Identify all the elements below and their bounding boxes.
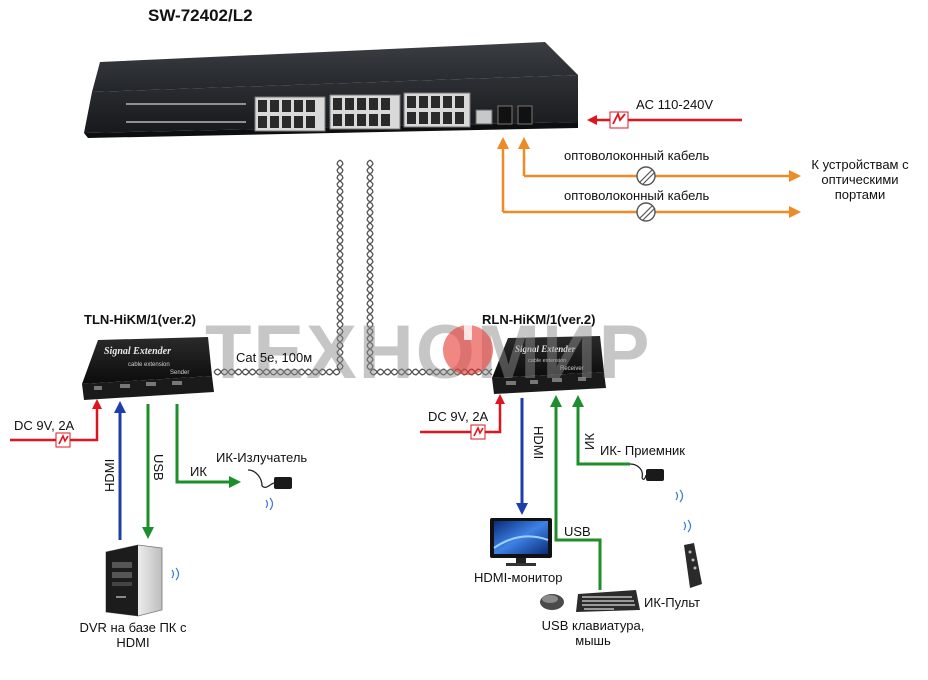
transmitter-face-sub: cable extension: [128, 362, 170, 368]
fiber-line-2: [497, 137, 801, 222]
receiver-face-title: Signal Extender: [515, 344, 576, 354]
mouse-icon: [540, 594, 564, 610]
transmitter-model: TLN-HiKM/1(ver.2): [84, 312, 196, 327]
tx-usb-label: USB: [151, 454, 166, 481]
remote-control-icon: [683, 519, 702, 588]
watermark-logo: ТЕХНОМИР: [205, 310, 651, 395]
tx-power-label: DC 9V, 2A: [14, 418, 75, 433]
fiber-label-2: оптоволоконный кабель: [564, 188, 710, 203]
remote-label: ИК-Пульт: [644, 595, 701, 610]
monitor-icon: [490, 518, 552, 566]
ir-receiver-icon: [629, 463, 684, 503]
rx-hdmi-label: HDMI: [531, 426, 546, 460]
rx-power-label: DC 9V, 2A: [428, 409, 489, 424]
network-switch: [84, 42, 578, 138]
tx-ir-line: [175, 404, 241, 488]
switch-title: SW-72402/L2: [148, 6, 253, 25]
twisted-pair-rx: [369, 368, 493, 376]
status-leds: [126, 103, 246, 123]
rx-usb-label: USB: [564, 524, 591, 539]
tx-hdmi-label: HDMI: [102, 458, 117, 492]
rx-power-line: [420, 394, 505, 440]
twisted-pair-left: [336, 159, 344, 371]
transmitter-face-title: Signal Extender: [104, 346, 171, 357]
cable-label: Cat 5e, 100м: [236, 350, 313, 365]
receiver-model: RLN-HiKM/1(ver.2): [482, 312, 596, 327]
lightning-icon: [473, 426, 484, 437]
ir-receiver-label: ИК- Приемник: [600, 443, 685, 458]
keyboard-icon: [576, 590, 640, 612]
destination-label: К устройствам с оптическими портами: [811, 157, 909, 202]
receiver-face-sub: cable extension: [528, 358, 566, 364]
rx-ir-line: [572, 395, 630, 466]
lightning-icon: [612, 111, 626, 125]
fiber-label-1: оптоволоконный кабель: [564, 148, 710, 163]
lightning-icon: [58, 434, 69, 445]
pc-label: DVR на базе ПК с HDMI: [79, 620, 187, 650]
receiver-face-mode: Receiver: [560, 366, 584, 372]
transmitter-unit: [82, 337, 214, 400]
keyboard-label: USB клавиатура, мышь: [541, 618, 645, 648]
twisted-pair-right: [366, 159, 374, 371]
twisted-pair-tx: [213, 368, 341, 376]
monitor-label: HDMI-монитор: [474, 570, 563, 585]
tx-power-line: [10, 399, 102, 448]
ir-emitter-label: ИК-Излучатель: [216, 450, 308, 465]
tx-ir-label: ИК: [190, 464, 207, 479]
ac-power-label: AC 110-240V: [636, 97, 714, 112]
sfp-ports: [475, 105, 533, 125]
ir-emitter-icon: [247, 469, 292, 511]
transmitter-face-mode: Sender: [170, 370, 189, 376]
pc-tower-icon: [105, 544, 180, 617]
watermark-text: ТЕХНОМИР: [205, 310, 651, 395]
port-holes: [258, 96, 464, 128]
rx-usb-line: [550, 395, 602, 590]
rx-ir-label: ИК: [582, 433, 597, 450]
ac-power-line: [587, 111, 742, 129]
fiber-line-1: [518, 137, 801, 186]
cat5e-cables: [213, 159, 493, 376]
receiver-unit: [492, 336, 606, 394]
